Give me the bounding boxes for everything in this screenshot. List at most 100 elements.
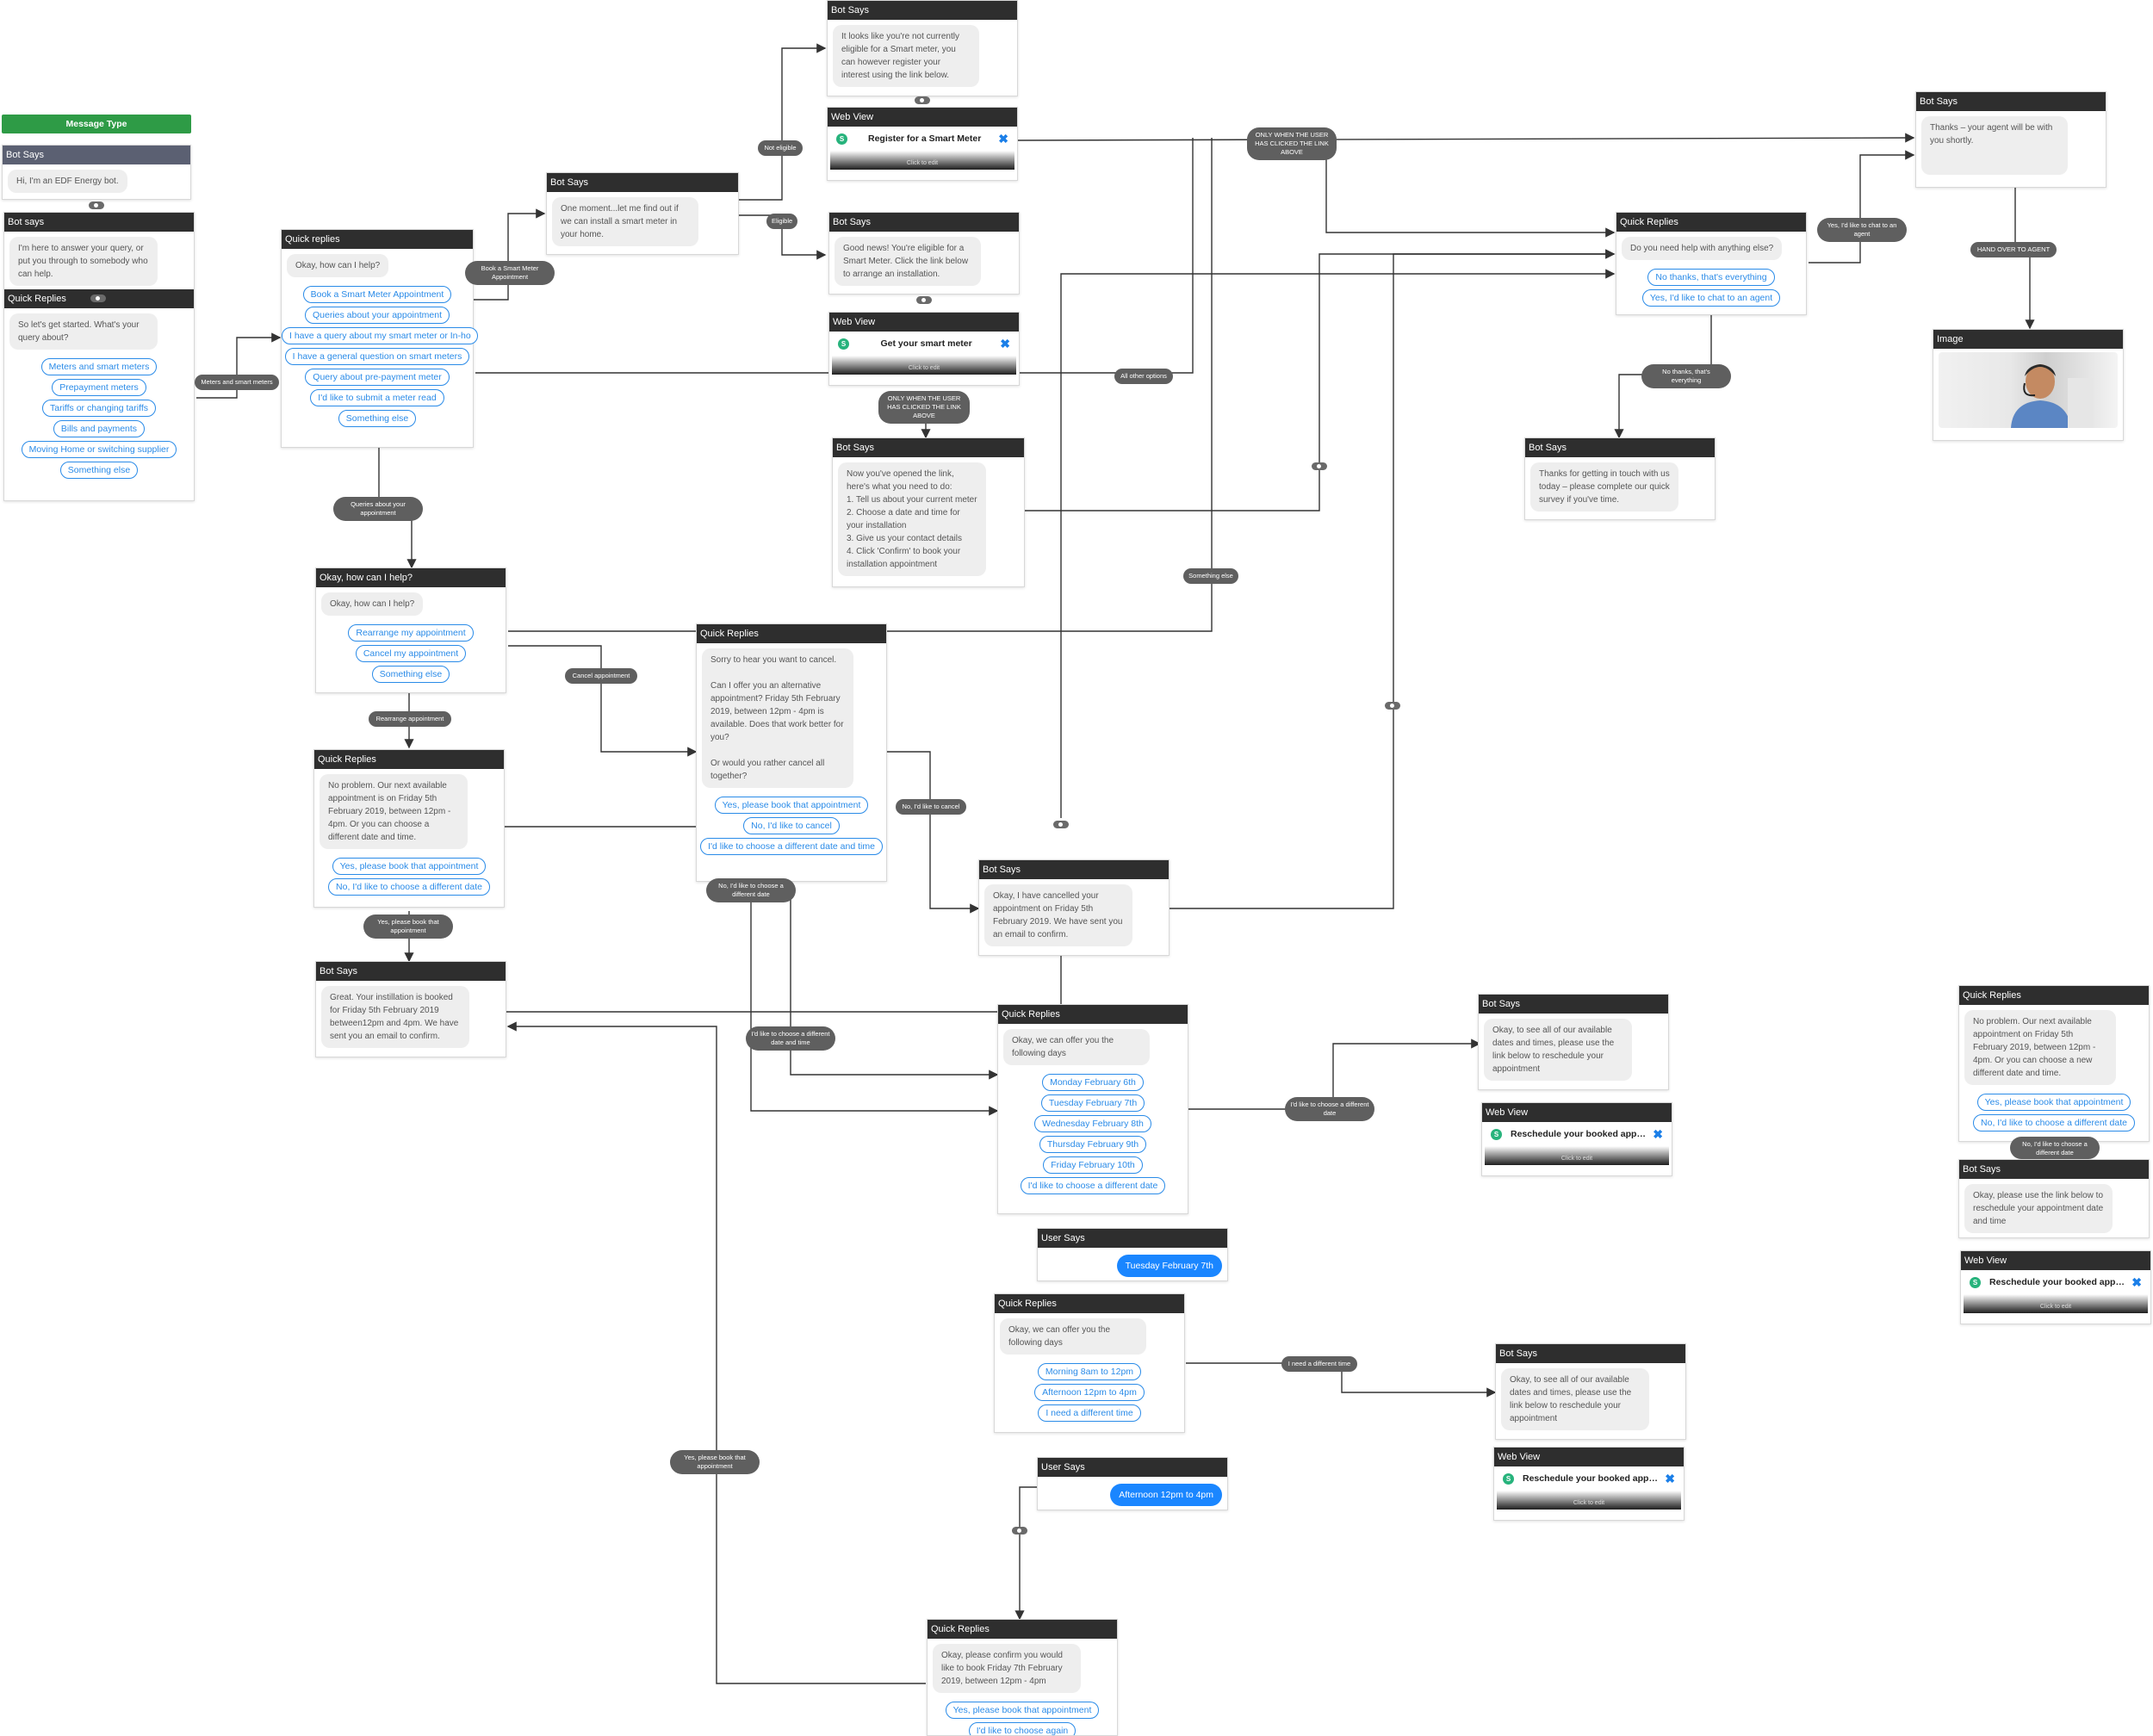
quick-reply-button[interactable]: I'd like to choose a different date and …: [700, 838, 883, 855]
qr-right-card[interactable]: Quick Replies No problem. Our next avail…: [1958, 985, 2150, 1142]
connector-handle[interactable]: [915, 96, 930, 104]
close-icon[interactable]: ✖: [1665, 1471, 1675, 1485]
quick-reply-button[interactable]: Moving Home or switching supplier: [21, 441, 177, 458]
branch-label[interactable]: I need a different time: [1281, 1356, 1357, 1372]
connector-handle[interactable]: [90, 294, 106, 302]
qr-days-card[interactable]: Quick Replies Okay, we can offer you the…: [997, 1004, 1188, 1214]
branch-label[interactable]: Cancel appointment: [565, 668, 637, 684]
quick-reply-button[interactable]: Rearrange my appointment: [348, 624, 474, 642]
quick-reply-button[interactable]: Yes, please book that appointment: [945, 1702, 1100, 1719]
branch-label[interactable]: Book a Smart Meter Appointment: [465, 261, 555, 285]
close-icon[interactable]: ✖: [1000, 336, 1010, 350]
connector-handle[interactable]: [916, 296, 932, 304]
quick-reply-button[interactable]: Wednesday February 8th: [1034, 1115, 1151, 1132]
qr-times-card[interactable]: Quick Replies Okay, we can offer you the…: [994, 1293, 1185, 1433]
branch-label[interactable]: Something else: [1183, 568, 1238, 584]
bot-booked-card[interactable]: Bot Says Great. Your instillation is boo…: [315, 961, 506, 1057]
branch-label[interactable]: All other options: [1114, 369, 1173, 384]
quick-reply-button[interactable]: Query about pre-payment meter: [305, 369, 450, 386]
bot-agent-card[interactable]: Bot Says Thanks – your agent will be wit…: [1915, 91, 2106, 188]
qr-okay-card[interactable]: Okay, how can I help? Okay, how can I he…: [315, 567, 506, 693]
quick-reply-button[interactable]: No thanks, that's everything: [1647, 269, 1775, 286]
qr-nextavail-card[interactable]: Quick Replies No problem. Our next avail…: [313, 749, 505, 908]
bot-moment-card[interactable]: Bot Says One moment...let me find out if…: [546, 172, 739, 255]
bot-hi-card[interactable]: Bot Says Hi, I'm an EDF Energy bot.: [2, 145, 191, 200]
quick-reply-button[interactable]: I'd like to choose a different date: [1020, 1177, 1166, 1194]
bot-eligible-card[interactable]: Bot Says Good news! You're eligible for …: [828, 212, 1020, 294]
branch-label[interactable]: I'd like to choose a different date and …: [746, 1026, 835, 1051]
close-icon[interactable]: ✖: [998, 131, 1008, 146]
qr-confirm-card[interactable]: Quick Replies Okay, please confirm you w…: [927, 1619, 1118, 1736]
branch-label[interactable]: No, I'd like to cancel: [896, 799, 966, 815]
click-to-edit[interactable]: Click to edit: [1964, 1294, 2148, 1313]
connector-handle[interactable]: [1053, 821, 1069, 828]
quick-reply-button[interactable]: Something else: [338, 410, 417, 427]
web-resched-2-card[interactable]: Web View S Reschedule your booked appoin…: [1493, 1447, 1685, 1521]
qr-help-card[interactable]: Quick replies Okay, how can I help? Book…: [281, 229, 478, 448]
bot-cancelled-card[interactable]: Bot Says Okay, I have cancelled your app…: [978, 859, 1170, 956]
quick-reply-button[interactable]: Something else: [371, 666, 450, 683]
quick-reply-button[interactable]: No, I'd like to choose a different date: [1973, 1114, 2135, 1132]
qr-cancel-card[interactable]: Quick Replies Sorry to hear you want to …: [696, 623, 887, 882]
quick-reply-button[interactable]: Yes, please book that appointment: [1976, 1094, 2131, 1111]
quick-reply-button[interactable]: Something else: [59, 462, 139, 479]
quick-reply-button[interactable]: Monday February 6th: [1042, 1074, 1144, 1091]
click-to-edit[interactable]: Click to edit: [830, 151, 1014, 170]
quick-reply-button[interactable]: Tuesday February 7th: [1040, 1094, 1145, 1112]
bot-opened-card[interactable]: Bot Says Now you've opened the link, her…: [832, 437, 1025, 587]
web-get-card[interactable]: Web View S Get your smart meter ✖ Click …: [828, 312, 1020, 386]
branch-label[interactable]: Eligible: [766, 214, 797, 229]
quick-reply-button[interactable]: Morning 8am to 12pm: [1037, 1363, 1142, 1380]
branch-label[interactable]: Yes, please book that appointment: [363, 914, 453, 939]
quick-reply-button[interactable]: Tariffs or changing tariffs: [41, 400, 156, 417]
branch-label[interactable]: No, I'd like to choose a different date: [706, 878, 796, 902]
branch-label[interactable]: Rearrange appointment: [369, 711, 451, 727]
branch-label[interactable]: No thanks, that's everything: [1641, 364, 1731, 388]
branch-label[interactable]: Yes, I'd like to chat to an agent: [1817, 218, 1907, 242]
quick-reply-button[interactable]: I need a different time: [1038, 1404, 1141, 1422]
connector-handle[interactable]: [1012, 1527, 1027, 1534]
image-card[interactable]: Image: [1933, 329, 2124, 441]
click-to-edit[interactable]: Click to edit: [1485, 1146, 1669, 1165]
bot-not-eligible-card[interactable]: Bot Says It looks like you're not curren…: [827, 0, 1018, 96]
quick-reply-button[interactable]: Friday February 10th: [1043, 1156, 1143, 1174]
user-tue-card[interactable]: User Says Tuesday February 7th: [1037, 1228, 1228, 1281]
connector-handle[interactable]: [1385, 702, 1400, 710]
quick-reply-button[interactable]: Afternoon 12pm to 4pm: [1034, 1384, 1145, 1401]
qr-anything-card[interactable]: Quick Replies Do you need help with anyt…: [1616, 212, 1807, 315]
quick-reply-button[interactable]: Thursday February 9th: [1039, 1136, 1147, 1153]
quick-reply-button[interactable]: Bills and payments: [53, 420, 146, 437]
quick-reply-button[interactable]: Yes, please book that appointment: [714, 797, 869, 814]
quick-reply-button[interactable]: No, I'd like to cancel: [743, 817, 840, 834]
bot-answer-card[interactable]: Bot says I'm here to answer your query, …: [3, 212, 195, 501]
quick-reply-button[interactable]: Queries about your appointment: [304, 307, 450, 324]
web-register-card[interactable]: Web View S Register for a Smart Meter ✖ …: [827, 107, 1018, 181]
user-afternoon-card[interactable]: User Says Afternoon 12pm to 4pm: [1037, 1457, 1228, 1510]
branch-label[interactable]: Meters and smart meters: [195, 375, 279, 390]
bot-right-card[interactable]: Bot Says Okay, please use the link below…: [1958, 1159, 2150, 1238]
bot-thanks-card[interactable]: Bot Says Thanks for getting in touch wit…: [1524, 437, 1716, 520]
quick-reply-button[interactable]: Book a Smart Meter Appointment: [302, 286, 452, 303]
branch-label[interactable]: HAND OVER TO AGENT: [1970, 242, 2057, 257]
bot-seeall-2-card[interactable]: Bot Says Okay, to see all of our availab…: [1495, 1343, 1686, 1440]
branch-label[interactable]: ONLY WHEN THE USER HAS CLICKED THE LINK …: [878, 391, 970, 424]
branch-label[interactable]: Yes, please book that appointment: [670, 1450, 760, 1474]
bot-seeall-1-card[interactable]: Bot Says Okay, to see all of our availab…: [1478, 994, 1669, 1090]
web-resched-1-card[interactable]: Web View S Reschedule your booked appoin…: [1481, 1102, 1672, 1176]
click-to-edit[interactable]: Click to edit: [1497, 1491, 1681, 1510]
branch-label[interactable]: Queries about your appointment: [333, 497, 423, 521]
quick-reply-button[interactable]: Yes, I'd like to chat to an agent: [1641, 289, 1781, 307]
close-icon[interactable]: ✖: [2131, 1274, 2142, 1289]
quick-reply-button[interactable]: No, I'd like to choose a different date: [328, 878, 490, 896]
close-icon[interactable]: ✖: [1653, 1126, 1663, 1141]
branch-label[interactable]: Not eligible: [758, 140, 803, 156]
quick-reply-button[interactable]: Cancel my appointment: [355, 645, 467, 662]
web-resched-3-card[interactable]: Web View S Reschedule your booked appoin…: [1960, 1250, 2151, 1324]
branch-label[interactable]: I'd like to choose a different date: [1285, 1097, 1374, 1121]
branch-label[interactable]: No, I'd like to choose a different date: [2010, 1137, 2100, 1159]
connector-handle[interactable]: [89, 202, 104, 209]
quick-reply-button[interactable]: I have a query about my smart meter or I…: [282, 327, 478, 344]
branch-label[interactable]: ONLY WHEN THE USER HAS CLICKED THE LINK …: [1247, 127, 1337, 160]
click-to-edit[interactable]: Click to edit: [832, 356, 1016, 375]
quick-reply-button[interactable]: I have a general question on smart meter…: [284, 348, 470, 365]
